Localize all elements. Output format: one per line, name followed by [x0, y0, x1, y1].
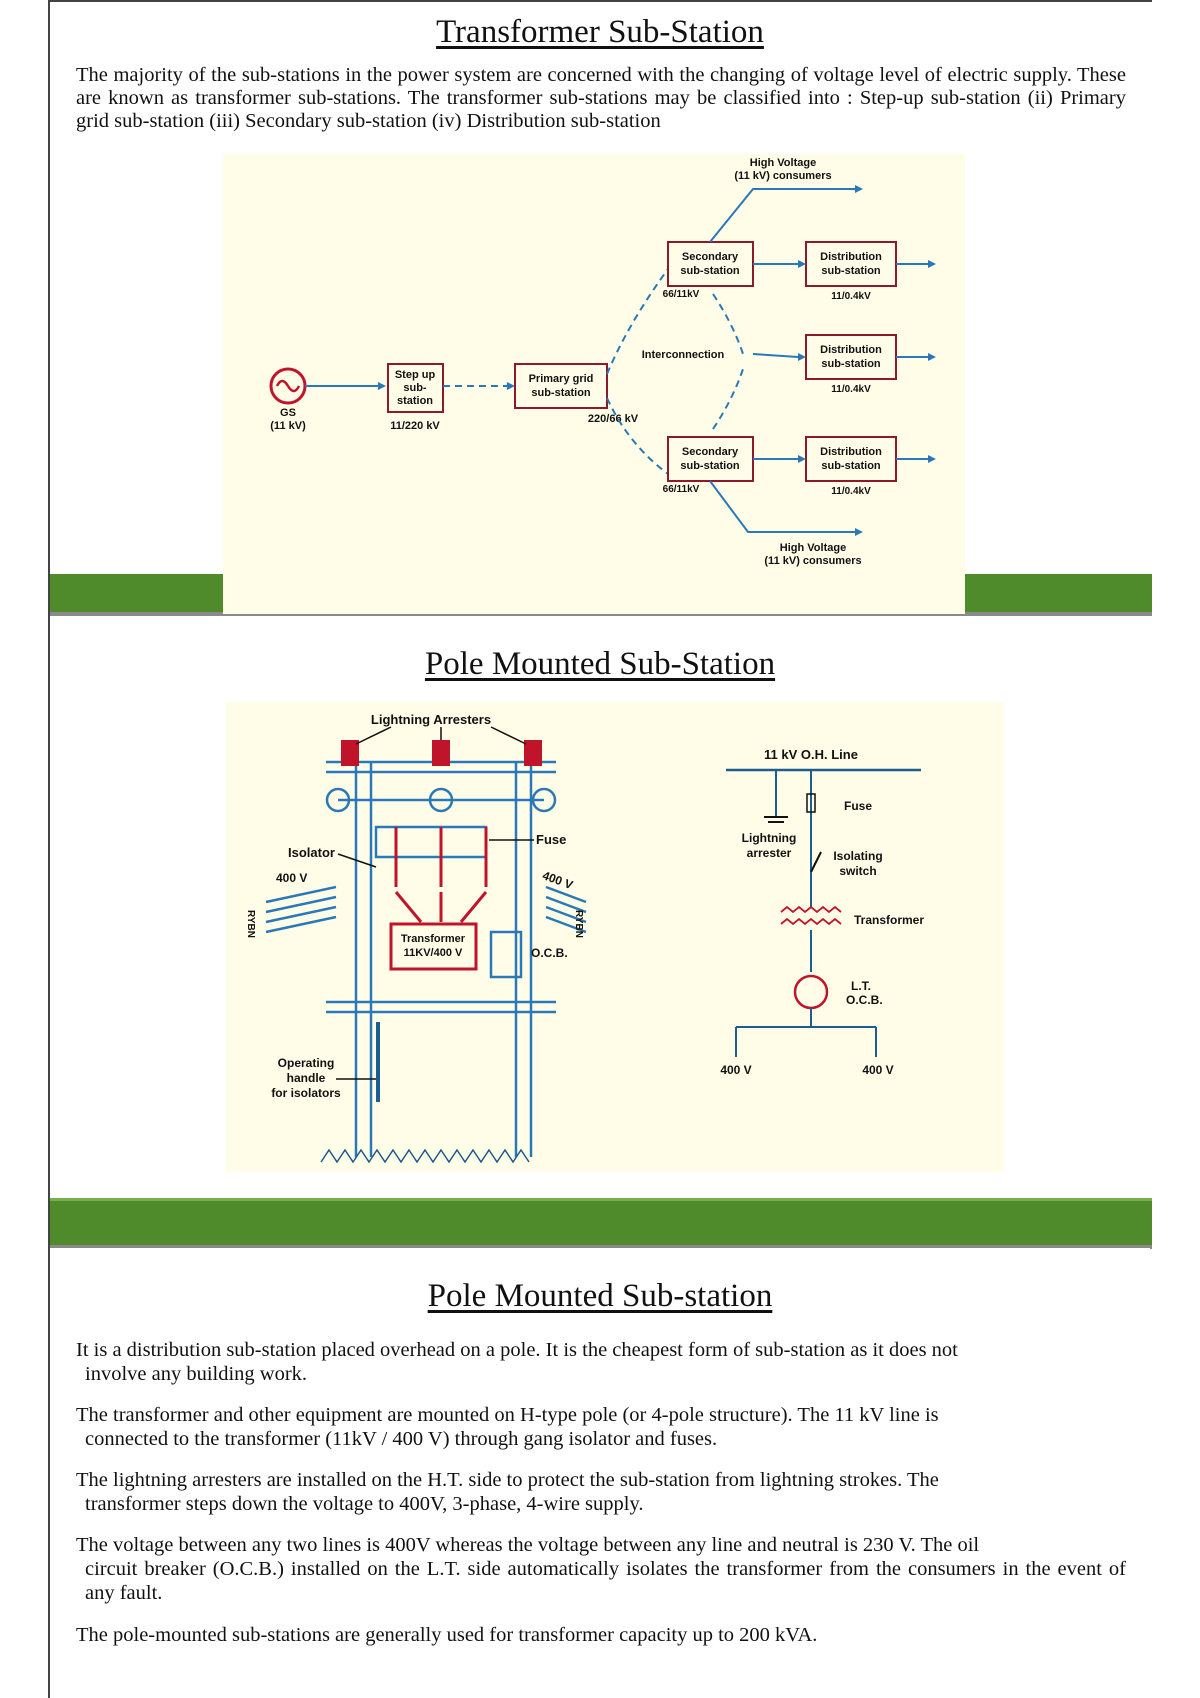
distribution-label: sub-station — [821, 265, 881, 277]
distribution-label: Distribution — [820, 251, 882, 263]
fuse-label: Fuse — [844, 799, 872, 813]
stepup-label: sub- — [403, 382, 427, 394]
isolating-switch-symbol — [810, 851, 822, 873]
output-voltage-left: 400 V — [720, 1063, 751, 1077]
hierarchy-svg: GS (11 kV) Step up sub- station 11/220 k… — [269, 157, 936, 567]
handle-label: handle — [287, 1071, 326, 1085]
primary-grid-label: sub-station — [531, 387, 591, 399]
slide-title: Pole Mounted Sub-Station — [424, 646, 776, 682]
fuse-label: Fuse — [536, 832, 566, 847]
stepup-block — [387, 363, 444, 413]
distribution-block-1 — [805, 241, 897, 287]
substation-hierarchy-diagram: GS (11 kV) Step up sub- station 11/220 k… — [223, 154, 965, 616]
primary-grid-rating: 220/66 kV — [588, 413, 639, 425]
arrester-icon — [524, 740, 542, 766]
paragraph-first-line: The pole-mounted sub-stations are genera… — [76, 1624, 818, 1646]
distribution-rating: 11/0.4kV — [831, 384, 871, 395]
secondary-label: sub-station — [680, 265, 740, 277]
paragraph-first-line: The transformer and other equipment are … — [76, 1404, 939, 1426]
lightning-arresters-label: Lightning Arresters — [371, 712, 491, 727]
ocb-label: O.C.B. — [531, 946, 568, 960]
slide-pole-mounted-text: Pole Mounted Sub-station It is a distrib… — [50, 1248, 1150, 1698]
slide-title: Transformer Sub-Station — [436, 14, 764, 50]
switch-label: switch — [839, 864, 876, 878]
handle-label: Operating — [278, 1056, 335, 1070]
switch-label: Isolating — [833, 849, 882, 863]
distribution-rating: 11/0.4kV — [831, 291, 871, 302]
distribution-label: sub-station — [821, 460, 881, 472]
transformer-block — [389, 922, 478, 971]
secondary-block-bottom — [667, 436, 754, 482]
paragraph-first-line: The lightning arresters are installed on… — [76, 1469, 939, 1491]
paragraph-3: The lightning arresters are installed on… — [76, 1468, 1126, 1516]
pole-mounted-diagram: Lightning Arresters Fuse Isolator Transf… — [226, 702, 1004, 1172]
arrester-icon — [432, 740, 450, 766]
voltage-label-left: 400 V — [276, 871, 307, 885]
hv-consumers-bottom: High Voltage — [780, 542, 846, 554]
lt-ocb-label: O.C.B. — [846, 993, 883, 1007]
hv-consumers-top: High Voltage — [750, 157, 816, 169]
slide-title: Pole Mounted Sub-station — [427, 1278, 773, 1314]
fuse-symbol — [806, 793, 816, 813]
distribution-block-3 — [805, 436, 897, 482]
secondary-label: Secondary — [682, 446, 739, 458]
paragraph-continuation: involve any building work. — [85, 1363, 308, 1385]
arrester-label: arrester — [747, 846, 792, 860]
secondary-rating: 66/11kV — [663, 289, 700, 300]
pole-svg: Lightning Arresters Fuse Isolator Transf… — [245, 712, 924, 1164]
phase-labels-left: RYBN — [245, 910, 256, 938]
distribution-rating: 11/0.4kV — [831, 486, 871, 497]
stepup-label: Step up — [395, 369, 436, 381]
slide-transformer-substation: Transformer Sub-Station The majority of … — [50, 2, 1150, 616]
transformer-label: 11KV/400 V — [404, 947, 463, 959]
slide-paragraph: The majority of the sub-stations in the … — [76, 64, 1126, 132]
voltage-label-right: 400 V — [541, 868, 575, 892]
transformer-label: Transformer — [401, 933, 466, 945]
gs-voltage: (11 kV) — [270, 420, 306, 432]
interconnection-label: Interconnection — [642, 349, 725, 361]
paragraph-continuation: transformer steps down the voltage to 40… — [85, 1493, 644, 1515]
distribution-block-2 — [805, 334, 897, 380]
paragraph-first-line: It is a distribution sub-station placed … — [76, 1339, 958, 1361]
stepup-rating: 11/220 kV — [390, 420, 440, 432]
hv-consumers-bottom: (11 kV) consumers — [764, 555, 861, 567]
paragraph-2: The transformer and other equipment are … — [76, 1403, 1126, 1451]
transformer-symbol — [780, 905, 842, 926]
distribution-label: Distribution — [820, 446, 882, 458]
paragraph-first-line: The voltage between any two lines is 400… — [76, 1534, 980, 1556]
phase-labels-right: RYBN — [573, 910, 584, 938]
distribution-label: Distribution — [820, 344, 882, 356]
stepup-label: station — [397, 395, 433, 407]
gs-label: GS — [280, 407, 296, 419]
paragraph-1: It is a distribution sub-station placed … — [76, 1338, 1126, 1386]
lt-ocb-symbol — [793, 974, 829, 1010]
isolator-label: Isolator — [288, 845, 335, 860]
hv-consumers-top: (11 kV) consumers — [734, 170, 831, 182]
primary-grid-block — [514, 363, 608, 409]
panel-overlap — [223, 574, 965, 614]
handle-label: for isolators — [271, 1086, 341, 1100]
arrester-icon — [341, 740, 359, 766]
paragraph-4: The voltage between any two lines is 400… — [76, 1533, 1126, 1605]
secondary-label: sub-station — [680, 460, 740, 472]
slide-divider-band — [50, 1198, 1152, 1249]
secondary-rating: 66/11kV — [663, 484, 700, 495]
secondary-label: Secondary — [682, 251, 739, 263]
page-frame — [48, 0, 1152, 1698]
distribution-label: sub-station — [821, 358, 881, 370]
paragraph-continuation: connected to the transformer (11kV / 400… — [85, 1428, 718, 1450]
secondary-block-top — [667, 241, 754, 287]
slide-pole-mounted-diagram: Pole Mounted Sub-Station Lightning Arres… — [50, 620, 1150, 1195]
paragraph-5: The pole-mounted sub-stations are genera… — [76, 1623, 1126, 1647]
transformer-label: Transformer — [854, 913, 924, 927]
oh-line-label: 11 kV O.H. Line — [764, 747, 858, 762]
paragraph-continuation: circuit breaker (O.C.B.) installed on th… — [85, 1558, 1126, 1604]
arrester-label: Lightning — [742, 831, 797, 845]
output-voltage-right: 400 V — [862, 1063, 893, 1077]
lt-ocb-label: L.T. — [851, 979, 871, 993]
primary-grid-label: Primary grid — [529, 373, 594, 385]
